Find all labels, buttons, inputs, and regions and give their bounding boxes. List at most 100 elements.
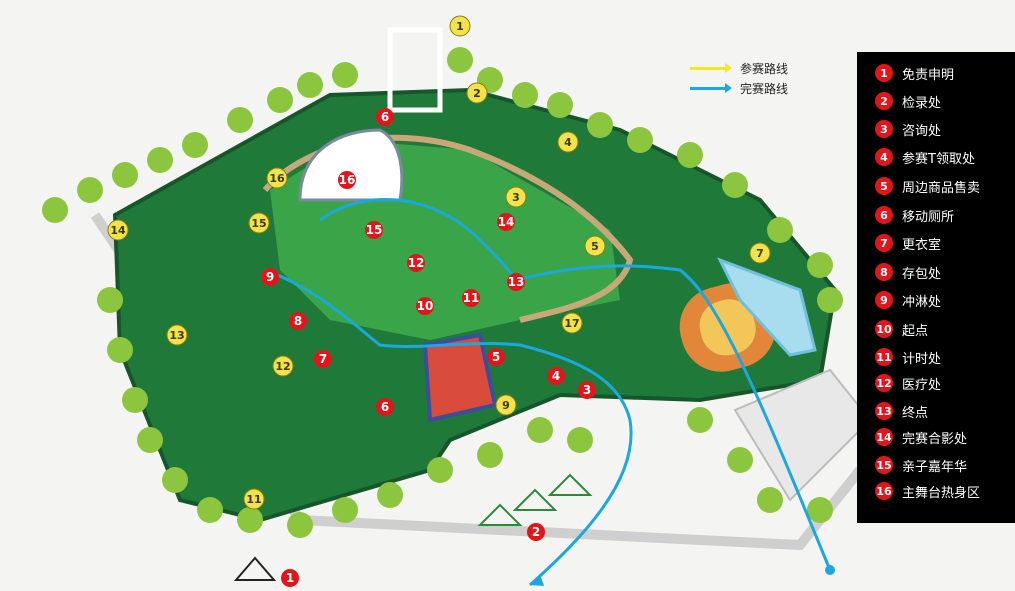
pool xyxy=(716,257,817,357)
svg-text:14: 14 xyxy=(498,215,515,229)
key-label: 医疗处 xyxy=(902,377,942,393)
ymarker-14: 14 xyxy=(107,219,129,241)
svg-text:7: 7 xyxy=(756,247,764,260)
svg-text:12: 12 xyxy=(408,256,425,270)
ymarker-3: 3 xyxy=(505,186,527,208)
key-item: 6 移动厕所 xyxy=(875,203,954,227)
finisher-route xyxy=(264,268,633,587)
key-number-badge: 12 xyxy=(875,374,893,392)
key-number-badge: 4 xyxy=(875,148,893,166)
marker-1: 1 xyxy=(281,569,299,587)
key-number-badge: 7 xyxy=(875,234,893,252)
key-label: 移动厕所 xyxy=(902,209,955,225)
ymarker-2: 2 xyxy=(466,82,488,104)
finisher-route-north xyxy=(514,264,832,571)
key-number-badge: 16 xyxy=(875,482,893,500)
marker-14: 14 xyxy=(497,213,515,231)
svg-text:11: 11 xyxy=(246,493,261,506)
svg-text:5: 5 xyxy=(591,240,599,253)
svg-text:2: 2 xyxy=(473,87,481,100)
key-label: 起点 xyxy=(902,323,929,339)
ymarker-15: 15 xyxy=(248,212,270,234)
route-legend-entry: 参赛路线 xyxy=(690,58,840,78)
marker-10: 10 xyxy=(416,297,434,315)
key-number-badge: 1 xyxy=(875,64,893,82)
svg-text:7: 7 xyxy=(319,352,327,366)
key-label: 参赛T领取处 xyxy=(902,151,975,167)
key-label: 计时处 xyxy=(902,351,942,367)
key-label: 终点 xyxy=(902,405,929,421)
marker-12: 12 xyxy=(407,254,425,272)
marker-9: 9 xyxy=(261,268,279,286)
svg-text:11: 11 xyxy=(463,291,480,305)
ymarker-13: 13 xyxy=(166,324,188,346)
key-label: 存包处 xyxy=(902,266,942,282)
svg-text:2: 2 xyxy=(532,525,540,539)
marker-6b: 6 xyxy=(376,398,394,416)
svg-text:17: 17 xyxy=(564,317,579,330)
yellow-markers: 1 2 4 3 5 7 16 15 14 13 12 17 9 11 xyxy=(107,15,771,510)
runner-route-line xyxy=(690,62,732,73)
ymarker-11: 11 xyxy=(243,488,265,510)
svg-text:1: 1 xyxy=(456,20,464,33)
key-number-badge: 3 xyxy=(875,120,893,138)
svg-text:8: 8 xyxy=(294,314,302,328)
svg-text:15: 15 xyxy=(366,223,383,237)
marker-11: 11 xyxy=(462,289,480,307)
gate-tent-icon xyxy=(233,556,277,581)
ymarker-17: 17 xyxy=(561,312,583,334)
svg-text:6: 6 xyxy=(381,400,389,414)
key-number-badge: 11 xyxy=(875,348,893,366)
ymarker-5: 5 xyxy=(584,235,606,257)
key-label: 完赛合影处 xyxy=(902,431,968,447)
key-number-badge: 13 xyxy=(875,402,893,420)
key-item: 13 终点 xyxy=(875,399,928,423)
marker-7: 7 xyxy=(314,350,332,368)
svg-text:14: 14 xyxy=(110,224,126,237)
key-label: 免责申明 xyxy=(902,67,955,83)
key-number-badge: 2 xyxy=(875,92,893,110)
tent-icon xyxy=(477,473,593,526)
climbing-wall xyxy=(422,332,498,423)
key-label: 亲子嘉年华 xyxy=(902,459,968,475)
marker-5: 5 xyxy=(487,348,505,366)
ymarker-4: 4 xyxy=(557,131,579,153)
svg-text:6: 6 xyxy=(381,110,389,124)
red-markers: 6 16 15 14 12 13 9 11 10 8 7 5 4 3 6 2 1 xyxy=(261,108,596,587)
marker-8: 8 xyxy=(289,312,307,330)
finisher-route-lawn xyxy=(319,198,517,281)
key-item: 11 计时处 xyxy=(875,345,941,369)
route-arrow-icon xyxy=(530,574,544,586)
ymarker-16: 16 xyxy=(266,167,288,189)
svg-text:13: 13 xyxy=(508,275,525,289)
key-item: 4 参赛T领取处 xyxy=(875,145,975,169)
svg-text:1: 1 xyxy=(286,571,294,585)
svg-text:13: 13 xyxy=(169,329,184,342)
ymarker-1: 1 xyxy=(449,15,471,37)
svg-text:4: 4 xyxy=(552,369,560,383)
ymarker-12: 12 xyxy=(272,355,294,377)
ymarker-9: 9 xyxy=(495,394,517,416)
svg-text:16: 16 xyxy=(269,172,285,185)
key-number-badge: 6 xyxy=(875,206,893,224)
runner-route-label: 参赛路线 xyxy=(740,61,789,76)
marker-16: 16 xyxy=(338,171,356,189)
svg-text:3: 3 xyxy=(583,383,591,397)
key-number-badge: 14 xyxy=(875,428,893,446)
main-stage xyxy=(298,128,404,202)
marker-6: 6 xyxy=(376,108,394,126)
key-number-badge: 15 xyxy=(875,456,893,474)
route-legend-entry: 完赛路线 xyxy=(690,78,840,98)
finisher-route-label: 完赛路线 xyxy=(740,81,789,96)
marker-3: 3 xyxy=(578,381,596,399)
